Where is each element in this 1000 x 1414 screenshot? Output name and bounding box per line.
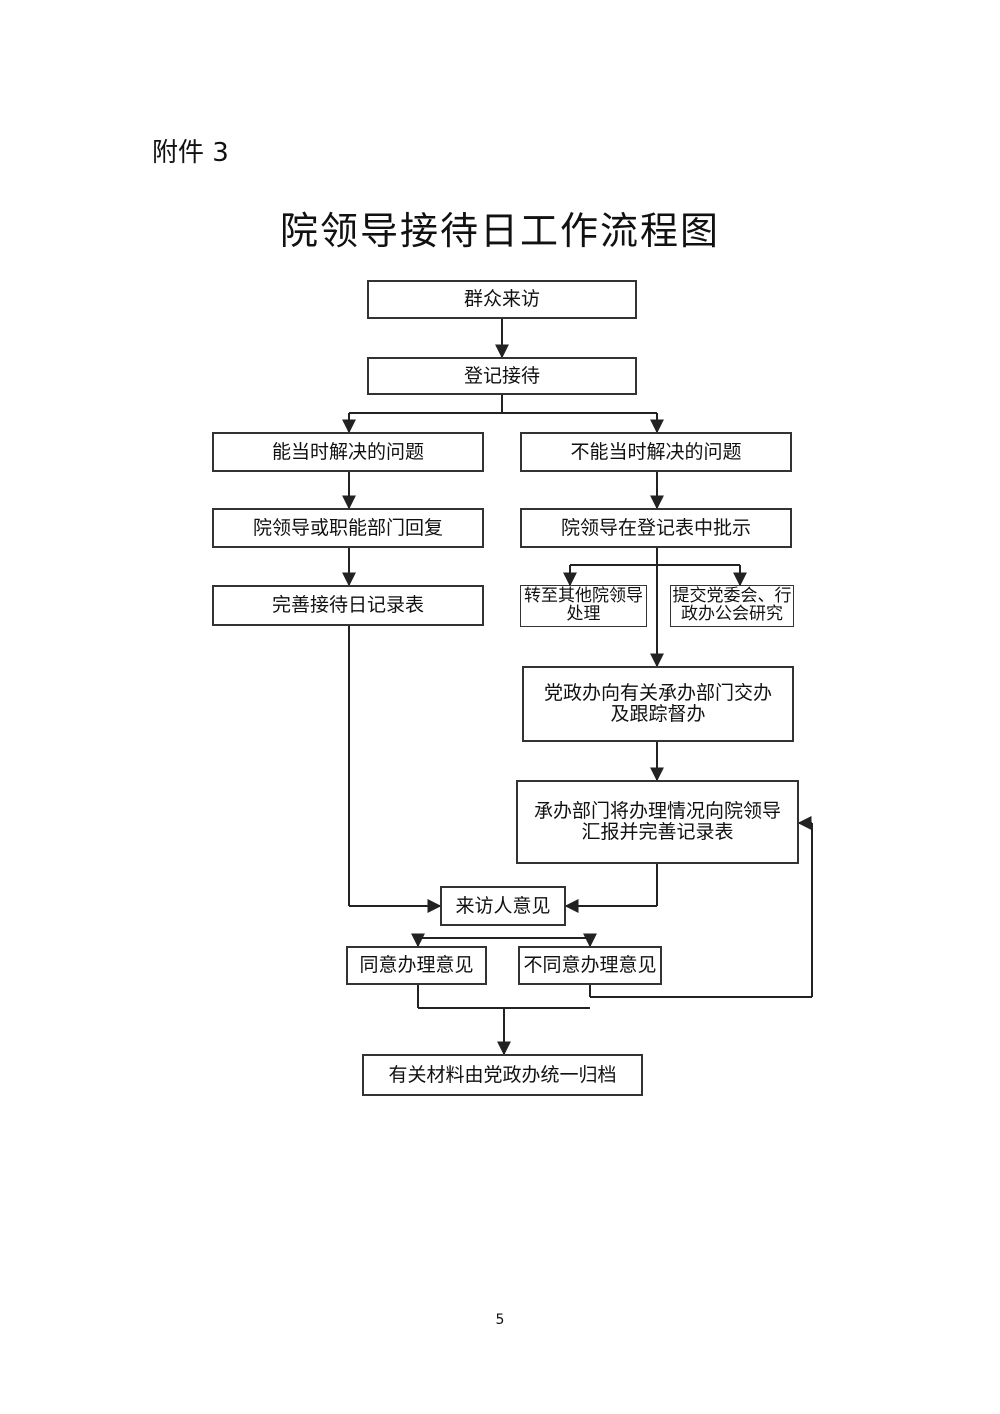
node-unsolvable: 不能当时解决的问题	[520, 432, 792, 472]
node-transfer: 转至其他院领导处理	[520, 585, 647, 627]
node-visit: 群众来访	[367, 280, 637, 319]
node-assign: 党政办向有关承办部门交办及跟踪督办	[522, 666, 794, 742]
page-number: 5	[495, 1312, 505, 1328]
node-complete-record: 完善接待日记录表	[212, 585, 484, 626]
node-opinion: 来访人意见	[440, 886, 566, 926]
node-disagree: 不同意办理意见	[518, 946, 662, 985]
page-title: 院领导接待日工作流程图	[279, 209, 720, 253]
attachment-label: 附件 3	[152, 138, 229, 168]
node-report: 承办部门将办理情况向院领导汇报并完善记录表	[516, 780, 799, 864]
node-register: 登记接待	[367, 357, 637, 395]
node-submit: 提交党委会、行政办公会研究	[670, 585, 794, 627]
node-solvable: 能当时解决的问题	[212, 432, 484, 472]
node-reply: 院领导或职能部门回复	[212, 508, 484, 548]
node-agree: 同意办理意见	[346, 946, 487, 985]
node-instruct: 院领导在登记表中批示	[520, 508, 792, 548]
node-archive: 有关材料由党政办统一归档	[362, 1054, 643, 1096]
